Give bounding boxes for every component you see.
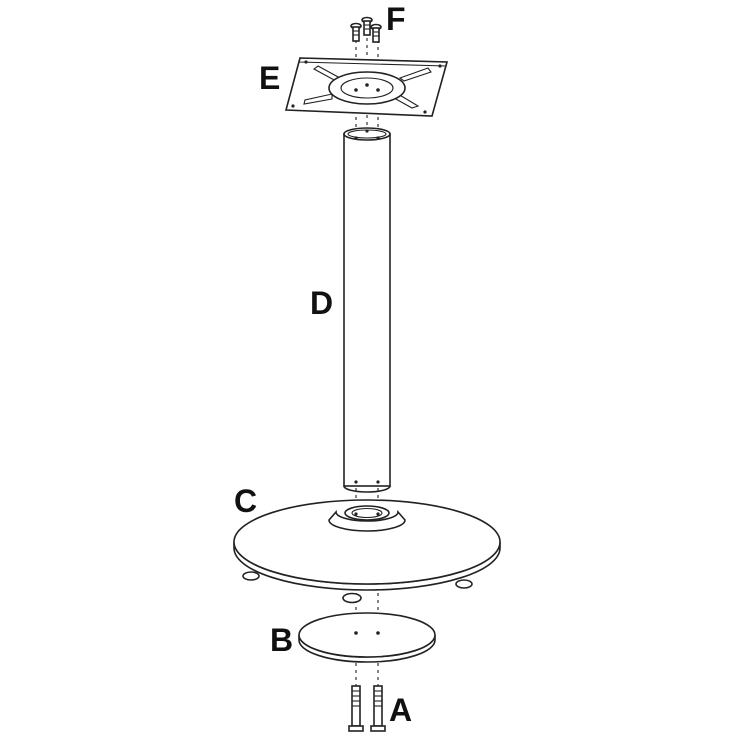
bolt-a-2 (370, 685, 386, 732)
part-f-screws (350, 16, 382, 43)
part-e-top-plate (284, 57, 449, 117)
label-d: D (310, 285, 333, 321)
part-b-bottom-pad (298, 612, 436, 663)
screw-f-1 (350, 22, 362, 42)
part-a-bolts (348, 685, 386, 732)
part-c-base-plate (233, 499, 501, 604)
label-e: E (259, 60, 280, 96)
part-d-column (343, 127, 391, 493)
screw-f-2 (361, 16, 373, 36)
bolt-a-1 (348, 685, 364, 732)
label-f: F (386, 1, 406, 37)
label-a: A (389, 692, 412, 728)
part-labels: F E D C B A (234, 1, 412, 728)
base-feet (242, 571, 473, 604)
screw-f-3 (370, 23, 382, 43)
label-b: B (270, 622, 293, 658)
label-c: C (234, 483, 257, 519)
